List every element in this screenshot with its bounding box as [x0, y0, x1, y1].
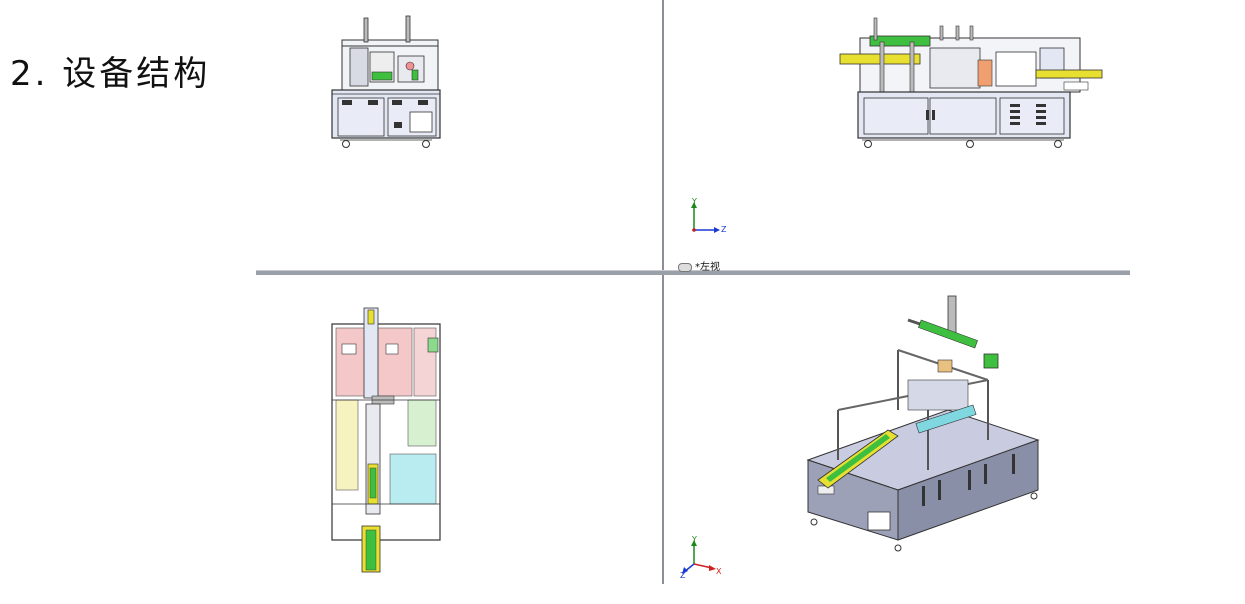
triad-lower-y-label: Y: [691, 536, 697, 544]
viewport-horizontal-divider[interactable]: [256, 270, 1130, 275]
view-eye-icon: [678, 262, 692, 272]
machine-top-view: [331, 307, 441, 573]
triad-upper-z-label: Z: [721, 225, 727, 234]
triad-lower-x-label: X: [716, 567, 722, 576]
machine-left-view: [839, 17, 1103, 148]
slide-title: 2. 设备结构: [10, 54, 211, 94]
machine-front-view: [331, 15, 441, 148]
viewport-isometric[interactable]: [798, 290, 1048, 552]
view-name-text: *左视: [695, 262, 720, 273]
view-name-label: *左视: [678, 258, 720, 273]
viewport-vertical-divider[interactable]: [662, 0, 664, 584]
machine-isometric-view: [806, 295, 1040, 552]
triad-lower-z-label: Z: [680, 571, 686, 578]
viewport-front[interactable]: [320, 12, 450, 154]
coordinate-triad-lower: Y X Z: [678, 536, 724, 578]
viewport-top-view[interactable]: [328, 304, 448, 576]
viewport-left-view[interactable]: [830, 12, 1110, 157]
coordinate-triad-upper: Y Z: [684, 198, 728, 238]
triad-upper-y-label: Y: [691, 198, 697, 206]
